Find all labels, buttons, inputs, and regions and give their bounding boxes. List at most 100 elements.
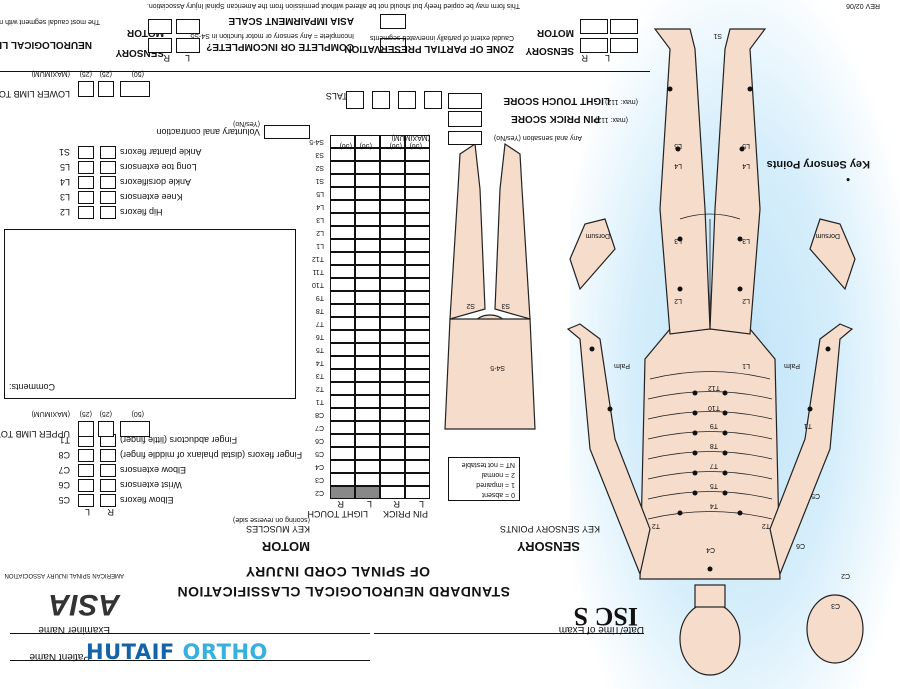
sensory-cell[interactable]: [380, 252, 405, 265]
motor-box-r[interactable]: [100, 464, 116, 477]
zpp-motor-l[interactable]: [610, 19, 638, 34]
sensory-cell[interactable]: [405, 473, 430, 486]
motor-box-r[interactable]: [100, 176, 116, 189]
sensory-cell[interactable]: [355, 174, 380, 187]
sensory-cell[interactable]: [330, 356, 355, 369]
motor-box-l[interactable]: [78, 206, 94, 219]
sensory-cell[interactable]: [355, 486, 380, 499]
motor-box-l[interactable]: [78, 479, 94, 492]
sensory-cell[interactable]: [380, 265, 405, 278]
sensory-cell[interactable]: [355, 317, 380, 330]
sensory-cell[interactable]: [355, 421, 380, 434]
sensory-cell[interactable]: [380, 460, 405, 473]
sensory-cell[interactable]: [405, 239, 430, 252]
motor-box-l[interactable]: [78, 191, 94, 204]
sensory-cell[interactable]: [380, 421, 405, 434]
sensory-cell[interactable]: [405, 421, 430, 434]
sensory-cell[interactable]: [380, 343, 405, 356]
neuro-sensory-l[interactable]: [176, 38, 200, 53]
sensory-cell[interactable]: [405, 278, 430, 291]
sensory-cell[interactable]: [380, 213, 405, 226]
sensory-cell[interactable]: [330, 473, 355, 486]
sensory-cell[interactable]: [405, 460, 430, 473]
sensory-cell[interactable]: [405, 317, 430, 330]
sensory-cell[interactable]: [330, 161, 355, 174]
sensory-cell[interactable]: [355, 473, 380, 486]
motor-box-r[interactable]: [100, 161, 116, 174]
sensory-cell[interactable]: [405, 148, 430, 161]
sensory-cell[interactable]: [355, 200, 380, 213]
sensory-cell[interactable]: [380, 486, 405, 499]
sensory-cell[interactable]: [405, 343, 430, 356]
sensory-cell[interactable]: [330, 148, 355, 161]
sensory-cell[interactable]: [330, 421, 355, 434]
motor-box-r[interactable]: [100, 449, 116, 462]
sensory-cell[interactable]: [405, 447, 430, 460]
sensory-cell[interactable]: [380, 434, 405, 447]
sensory-cell[interactable]: [405, 356, 430, 369]
sensory-cell[interactable]: [380, 382, 405, 395]
motor-box-l[interactable]: [78, 494, 94, 507]
sensory-cell[interactable]: [330, 187, 355, 200]
sensory-cell[interactable]: [405, 265, 430, 278]
sensory-cell[interactable]: [330, 434, 355, 447]
sensory-cell[interactable]: [380, 369, 405, 382]
sensory-cell[interactable]: [380, 317, 405, 330]
sensory-cell[interactable]: [405, 304, 430, 317]
neuro-sensory-r[interactable]: [148, 38, 172, 53]
sensory-cell[interactable]: [405, 486, 430, 499]
motor-box-r[interactable]: [100, 206, 116, 219]
upper-total-l[interactable]: [78, 421, 94, 437]
neuro-motor-r[interactable]: [148, 19, 172, 34]
sensory-cell[interactable]: [330, 317, 355, 330]
sensory-cell[interactable]: [355, 291, 380, 304]
sensory-cell[interactable]: [380, 161, 405, 174]
sensory-cell[interactable]: [355, 447, 380, 460]
sensory-cell[interactable]: [405, 408, 430, 421]
sensory-cell[interactable]: [355, 252, 380, 265]
sensory-cell[interactable]: [405, 291, 430, 304]
vac-box[interactable]: [264, 125, 310, 139]
sensory-cell[interactable]: [330, 252, 355, 265]
sensory-cell[interactable]: [380, 187, 405, 200]
sensory-cell[interactable]: [355, 382, 380, 395]
sensory-cell[interactable]: [355, 460, 380, 473]
sensory-cell[interactable]: [355, 161, 380, 174]
sensory-cell[interactable]: [330, 213, 355, 226]
sensory-cell[interactable]: [380, 356, 405, 369]
sensory-cell[interactable]: [405, 330, 430, 343]
sensory-cell[interactable]: [330, 265, 355, 278]
upper-total-sum[interactable]: [120, 421, 150, 437]
sensory-cell[interactable]: [355, 369, 380, 382]
sensory-cell[interactable]: [330, 174, 355, 187]
sensory-cell[interactable]: [380, 278, 405, 291]
sensory-cell[interactable]: [330, 278, 355, 291]
anal-sensation-box[interactable]: [448, 131, 482, 145]
sensory-cell[interactable]: [355, 304, 380, 317]
sensory-cell[interactable]: [355, 278, 380, 291]
sensory-cell[interactable]: [380, 200, 405, 213]
sensory-cell[interactable]: [380, 408, 405, 421]
sensory-cell[interactable]: [355, 213, 380, 226]
total-box-4[interactable]: [398, 91, 416, 109]
sensory-cell[interactable]: [405, 369, 430, 382]
zpp-sensory-r[interactable]: [580, 38, 608, 53]
sensory-cell[interactable]: [330, 382, 355, 395]
sensory-cell[interactable]: [330, 200, 355, 213]
motor-box-r[interactable]: [100, 146, 116, 159]
lower-total-l[interactable]: [78, 81, 94, 97]
sensory-cell[interactable]: [330, 369, 355, 382]
sensory-cell[interactable]: [405, 252, 430, 265]
motor-box-l[interactable]: [78, 161, 94, 174]
sensory-cell[interactable]: [405, 226, 430, 239]
sensory-cell[interactable]: [330, 226, 355, 239]
sensory-cell[interactable]: [380, 304, 405, 317]
sensory-cell[interactable]: [380, 291, 405, 304]
total-box-2[interactable]: [346, 91, 364, 109]
sensory-cell[interactable]: [355, 148, 380, 161]
total-box-3[interactable]: [424, 91, 442, 109]
comments-box[interactable]: Comments:: [4, 229, 296, 399]
sensory-cell[interactable]: [405, 161, 430, 174]
sensory-cell[interactable]: [330, 395, 355, 408]
sensory-cell[interactable]: [330, 460, 355, 473]
